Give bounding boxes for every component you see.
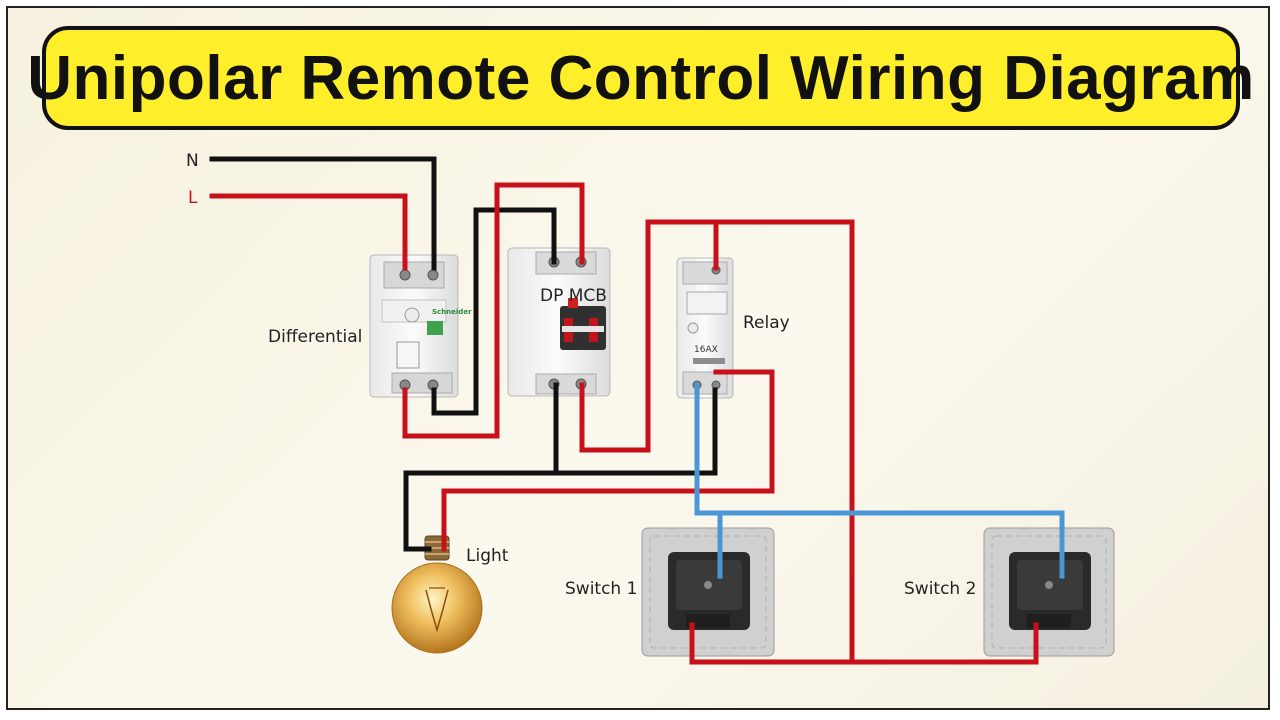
title-banner: Unipolar Remote Control Wiring Diagram (27, 26, 1254, 130)
differential-device: Schneider (369, 254, 472, 398)
wire-live-relay-to-light (441, 369, 775, 552)
relay-device: 16AX (676, 257, 734, 399)
wire-live-rcd-to-mcb (402, 182, 585, 439)
wire-live-switch-2 (849, 622, 1039, 665)
wire-control-to-switch-2 (694, 510, 1065, 579)
neutral-label: N (186, 151, 199, 171)
wire-neutral-in (209, 156, 437, 271)
wire-live-in (209, 193, 408, 271)
wire-live-mcb-to-relay (579, 219, 855, 665)
mcb-device (507, 247, 611, 397)
relay-label: Relay (743, 313, 790, 333)
wire-neutral-mcb-to-light (403, 382, 559, 552)
switch-2-label: Switch 2 (904, 579, 976, 599)
light-label: Light (466, 546, 509, 566)
relay-rating-label: 16AX (694, 345, 718, 355)
page-title: Unipolar Remote Control Wiring Diagram (27, 43, 1255, 113)
switch-2-device (983, 527, 1115, 657)
switch-1-device (641, 527, 775, 657)
wire-neutral-rcd-to-mcb (431, 207, 557, 416)
differential-label: Differential (268, 327, 362, 347)
wire-live-relay-common (645, 219, 719, 271)
live-label: L (188, 188, 198, 208)
svg-text:Schneider: Schneider (432, 308, 472, 316)
switch-1-label: Switch 1 (565, 579, 637, 599)
mcb-label: DP MCB (540, 286, 607, 306)
wire-neutral-relay-coil (553, 387, 718, 476)
